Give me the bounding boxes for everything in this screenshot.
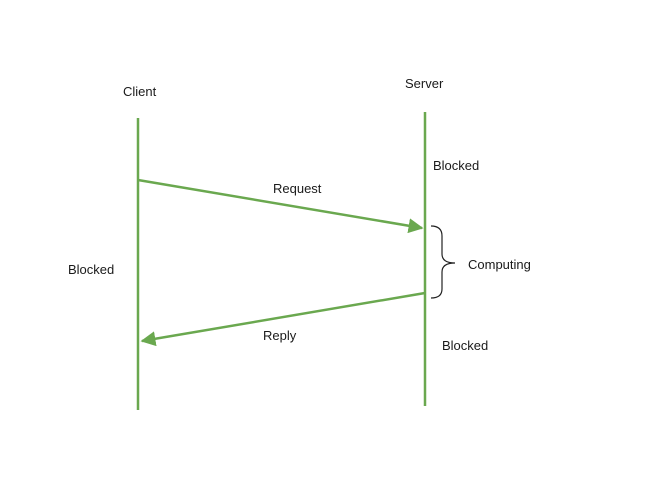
- computing-brace: [430, 225, 456, 299]
- reply-label: Reply: [263, 328, 297, 343]
- request-label: Request: [273, 181, 322, 196]
- request-arrow: [137, 178, 424, 234]
- reply-arrow: [140, 291, 426, 347]
- server-label: Server: [405, 76, 444, 91]
- client-blocked-label: Blocked: [68, 262, 114, 277]
- server-computing-label: Computing: [468, 257, 531, 272]
- client-label: Client: [123, 84, 157, 99]
- server-blocked-before-label: Blocked: [433, 158, 479, 173]
- server-blocked-after-label: Blocked: [442, 338, 488, 353]
